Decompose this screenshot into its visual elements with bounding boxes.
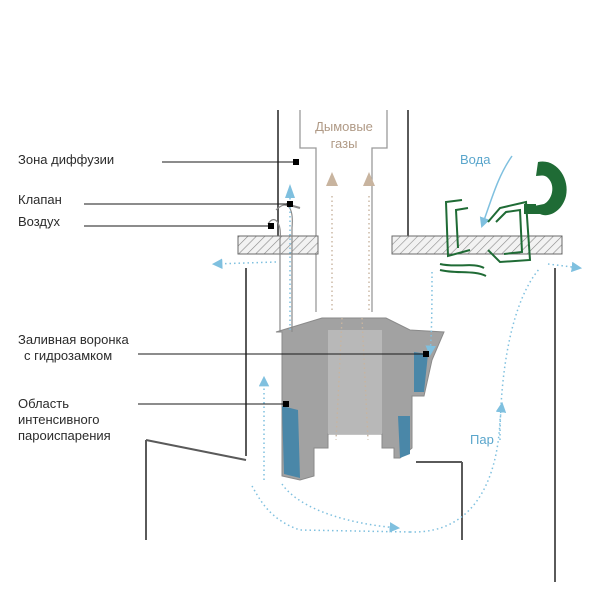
flue-gas-streams — [331, 196, 370, 441]
label-water: Вода — [460, 152, 491, 167]
water-inlet-arrow — [479, 155, 513, 228]
water-pocket-left — [282, 406, 300, 478]
label-evap-line3: пароиспарения — [18, 428, 111, 443]
label-steam: Пар — [470, 432, 494, 447]
flue-gas-line2: газы — [330, 136, 358, 151]
label-air: Воздух — [18, 214, 61, 229]
air-arrow-up — [285, 184, 295, 198]
water-pocket-funnel — [414, 352, 428, 392]
label-diffusion-zone: Зона диффузии — [18, 152, 115, 167]
water-pocket-right — [398, 416, 410, 458]
water-tap-icon[interactable] — [534, 161, 567, 216]
hatched-plate-left — [237, 235, 319, 255]
outer-casing — [145, 110, 556, 582]
leader-lines — [84, 161, 426, 405]
label-funnel-line2: с гидрозамком — [24, 348, 113, 363]
air-flow-paths — [211, 198, 583, 533]
flue-gas-label: Дымовые газы — [304, 118, 384, 152]
label-valve: Клапан — [18, 192, 62, 207]
flue-arrow-left — [326, 172, 338, 186]
flue-gas-line1: Дымовые — [315, 119, 373, 134]
flue-tube — [299, 110, 388, 312]
label-evap-line2: интенсивного — [18, 412, 100, 427]
hatched-plate-right — [391, 235, 563, 255]
label-evap-line1: Область — [18, 396, 70, 411]
valve-assembly — [439, 199, 532, 277]
tap-connector — [524, 204, 536, 214]
flue-arrow-right — [363, 172, 375, 186]
leader-markers — [268, 159, 429, 407]
label-funnel-line1: Заливная воронка — [18, 332, 129, 347]
burner-inner — [328, 330, 382, 434]
